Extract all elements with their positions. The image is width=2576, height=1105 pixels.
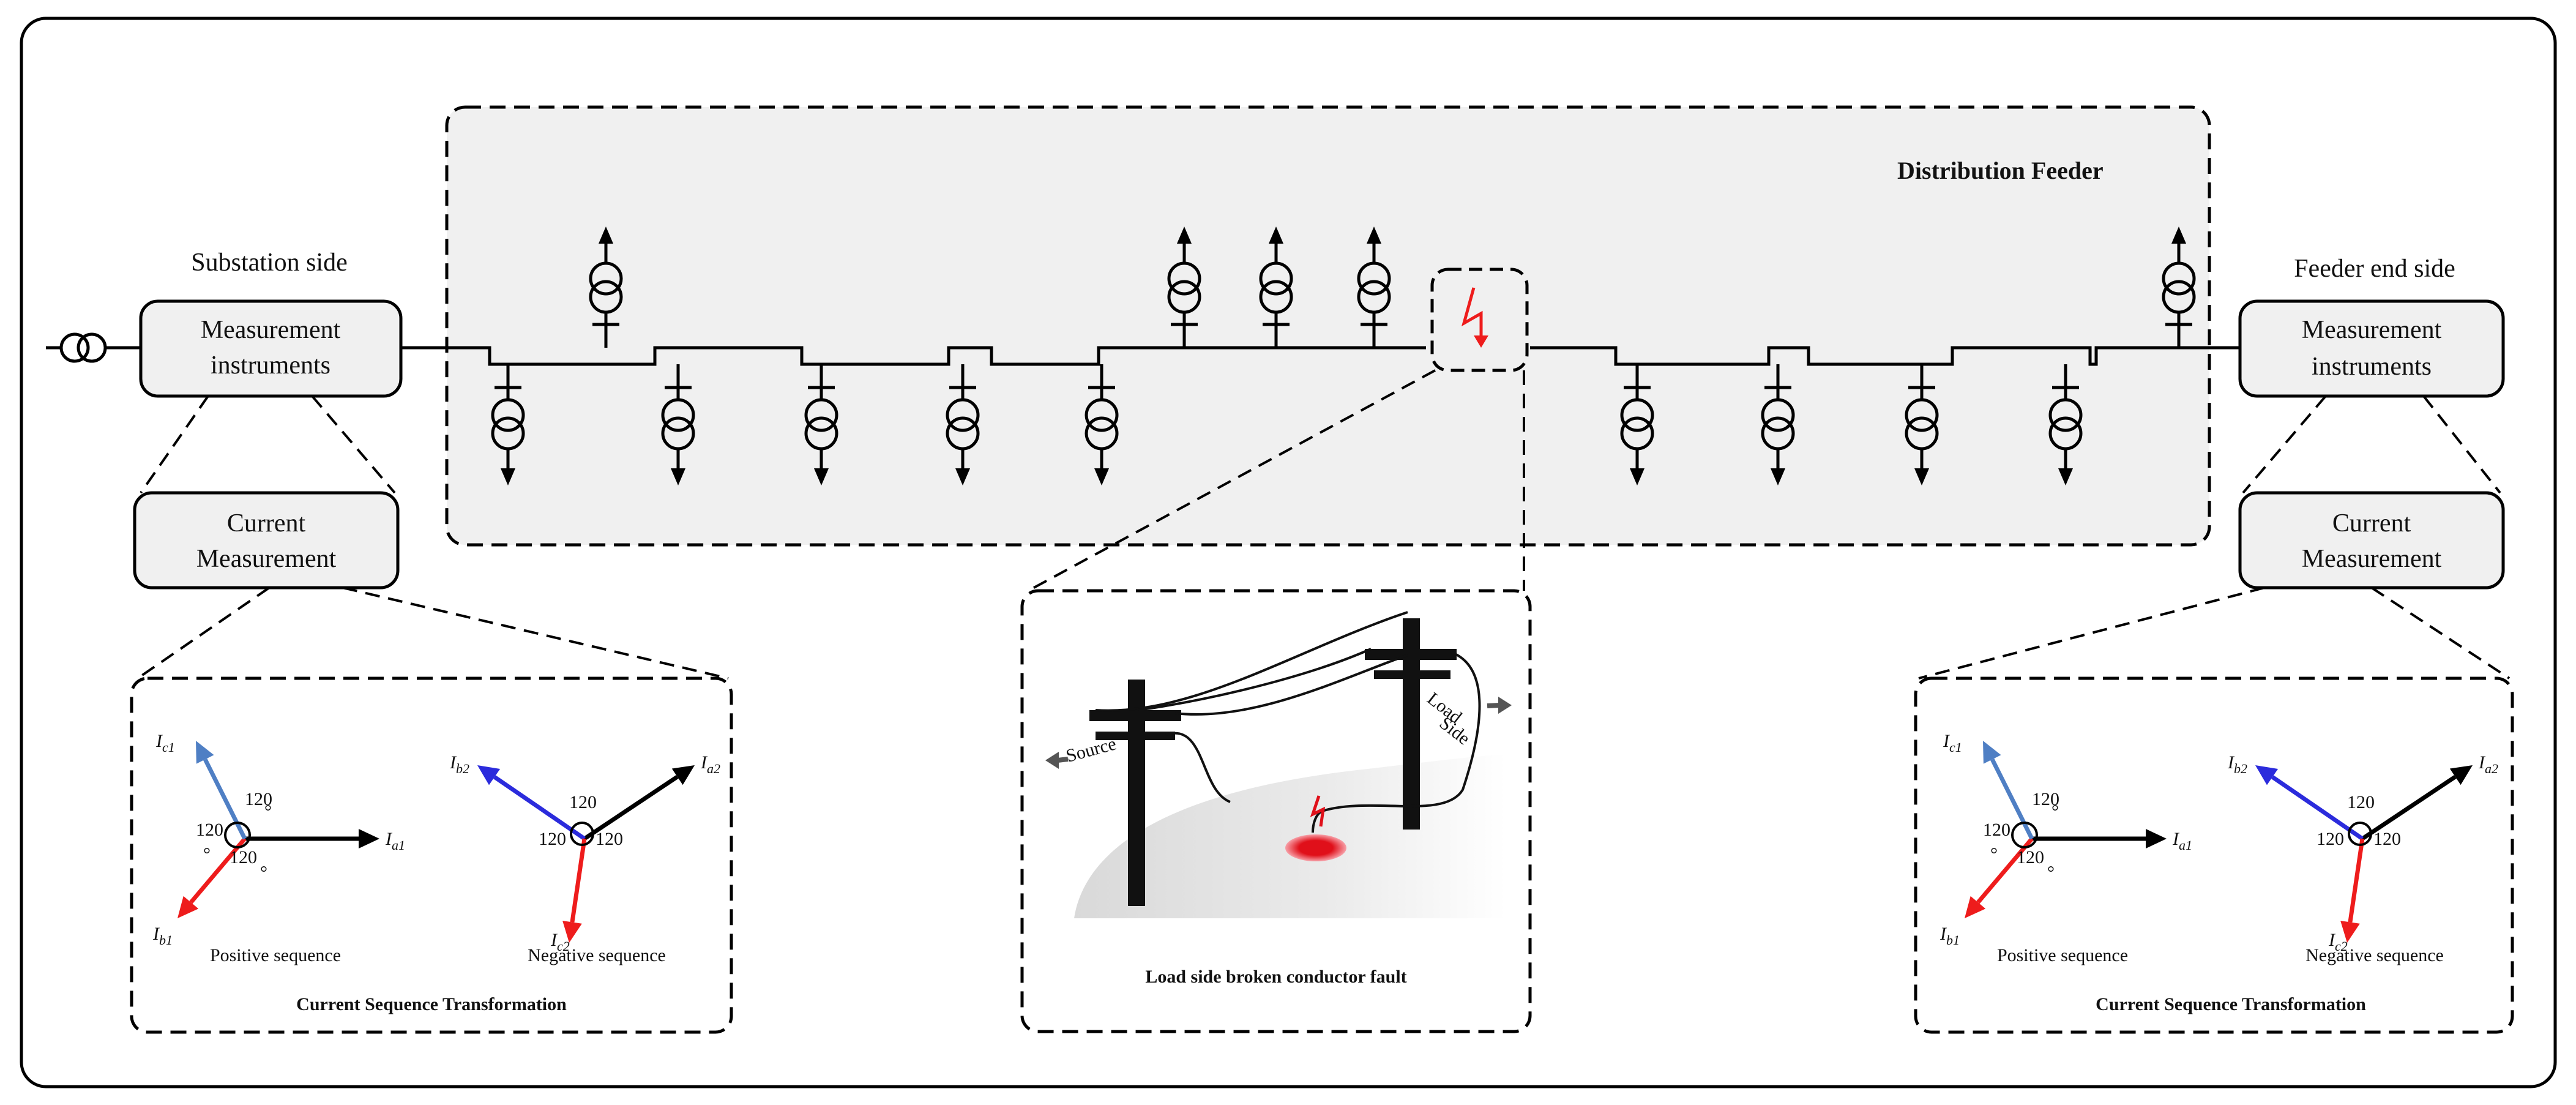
degree-mark: ° xyxy=(2051,801,2059,822)
angle-label: 120 xyxy=(196,820,223,840)
positive-sequence-label: Positive sequence xyxy=(1997,945,2128,965)
feeder-title: Distribution Feeder xyxy=(1897,157,2104,184)
angle-arc xyxy=(224,822,251,848)
phasor-arrow-a2 xyxy=(583,765,695,841)
angle-label: 120 xyxy=(245,789,272,809)
angle-arc xyxy=(2011,822,2038,848)
lightning-fault-icon xyxy=(1461,287,1488,348)
angle-label: 120 xyxy=(2017,847,2044,867)
degree-mark: ° xyxy=(2047,863,2055,883)
feeder-end-current-box: Current Measurement xyxy=(2238,491,2505,590)
phasor-arrow-b2 xyxy=(477,765,586,841)
left-sequence-panel xyxy=(130,676,733,1034)
feeder-end-side-label: Feeder end side xyxy=(2294,255,2455,283)
left-sequence-caption: Current Sequence Transformation xyxy=(296,994,567,1014)
negative-sequence-label: Negative sequence xyxy=(528,945,666,965)
feeder-panel xyxy=(445,105,2211,547)
svg-text:Current: Current xyxy=(227,509,306,538)
phasor-label-a1: Ia1 xyxy=(2172,829,2192,853)
degree-mark: ° xyxy=(1990,844,1998,864)
positive-sequence-label: Positive sequence xyxy=(210,945,341,965)
substation-side-label: Substation side xyxy=(191,249,348,277)
angle-label: 120 xyxy=(2373,829,2401,849)
angle-label: 120 xyxy=(230,847,257,867)
svg-text:Measurement: Measurement xyxy=(2302,545,2442,573)
phasor-arrow-c2 xyxy=(562,838,587,943)
angle-label: 120 xyxy=(2032,789,2059,809)
broken-conductor-illustration xyxy=(1045,611,1512,918)
svg-text:instruments: instruments xyxy=(2312,353,2432,381)
angle-label: 120 xyxy=(595,829,623,849)
phasor-arrow-a1 xyxy=(2032,829,2167,848)
right-sequence-panel xyxy=(1914,676,2514,1034)
angle-label: 120 xyxy=(2347,792,2375,812)
phasor-arrow-a1 xyxy=(245,829,379,848)
angle-arc xyxy=(570,822,594,846)
angle-label: 120 xyxy=(2317,829,2344,849)
svg-text:Measurement: Measurement xyxy=(2302,316,2442,344)
angle-label: 120 xyxy=(539,829,566,849)
svg-text:Measurement: Measurement xyxy=(196,545,337,573)
negative-sequence-label: Negative sequence xyxy=(2305,945,2444,965)
feeder-end-measurement-box: Measurement instruments xyxy=(2238,299,2505,398)
feeder-end-zoom-lines xyxy=(1918,395,2511,680)
source-transformer-icon xyxy=(46,332,141,363)
phasor-arrow-b1 xyxy=(1965,837,2034,918)
svg-text:Current: Current xyxy=(2332,509,2411,538)
angle-arc xyxy=(2348,822,2372,846)
fault-caption: Load side broken conductor fault xyxy=(1145,967,1406,987)
substation-zoom-lines xyxy=(136,395,729,680)
phasor-arrow-c2 xyxy=(2340,838,2365,943)
svg-text:instruments: instruments xyxy=(211,351,330,380)
svg-text:Measurement: Measurement xyxy=(201,316,341,344)
phasor-arrow-c1 xyxy=(1983,741,2034,840)
substation-current-box: Current Measurement xyxy=(133,491,400,590)
phasor-arrow-c1 xyxy=(196,741,247,840)
phasor-arrow-a2 xyxy=(2361,765,2473,841)
degree-mark: ° xyxy=(203,844,211,864)
angle-label: 120 xyxy=(569,792,597,812)
phasor-arrow-b1 xyxy=(177,837,247,918)
right-sequence-caption: Current Sequence Transformation xyxy=(2096,994,2366,1014)
phasor-arrow-b2 xyxy=(2255,765,2364,841)
degree-mark: ° xyxy=(264,801,272,822)
degree-mark: ° xyxy=(260,863,267,883)
feeder-bus xyxy=(401,346,2240,366)
angle-label: 120 xyxy=(1983,820,2010,840)
fault-zoom-lines xyxy=(1028,369,1525,592)
substation-measurement-box: Measurement instruments xyxy=(139,299,403,398)
phasor-label-b1: Ib1 xyxy=(1939,924,1960,948)
